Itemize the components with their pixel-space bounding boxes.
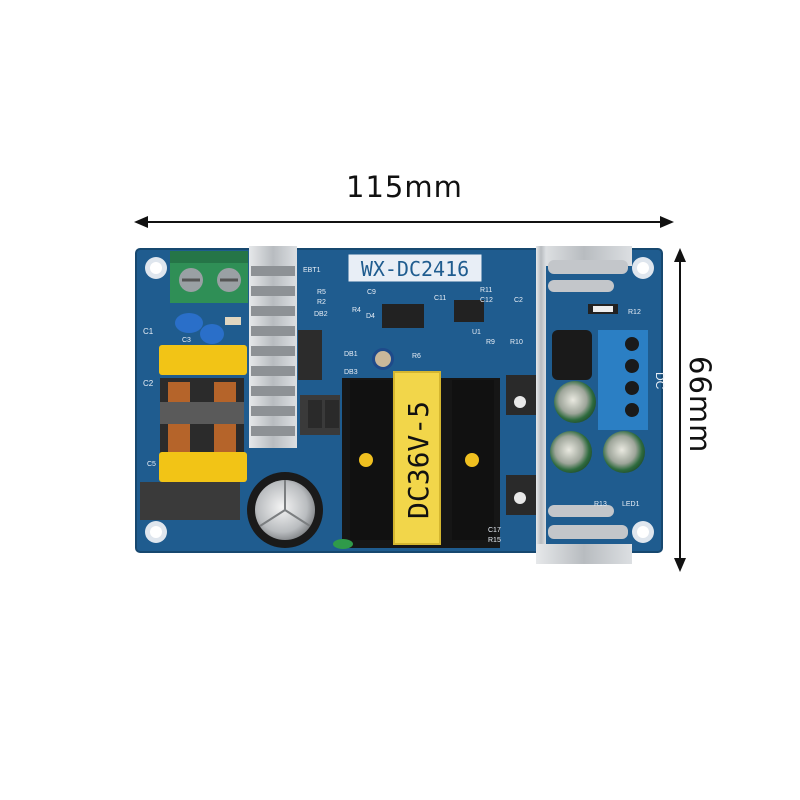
silk-ebt1: EBT1 [303, 267, 321, 274]
silk-db3: DB3 [344, 369, 358, 376]
silk-r11: R11 [480, 287, 492, 294]
transformer-label: DC36V-5 [402, 401, 435, 519]
left-heatsink [249, 246, 340, 448]
silk-c2: C2 [143, 379, 154, 388]
silk-r6: R6 [412, 353, 421, 360]
silk-r13: R13 [594, 501, 607, 508]
silk-db1: DB1 [344, 351, 358, 358]
transformer [342, 371, 500, 548]
silk-r15: R15 [488, 537, 501, 544]
height-dimension-arrow [674, 248, 686, 572]
output-capacitors [550, 330, 645, 473]
silk-c12: C12 [480, 297, 493, 304]
silk-c2-right: C2 [514, 297, 523, 304]
control-ic [382, 304, 424, 328]
bulk-capacitor [247, 472, 323, 548]
common-mode-choke [160, 378, 244, 456]
silk-c11: C11 [434, 295, 446, 302]
silk-d4: D4 [366, 313, 375, 320]
silk-r12: R12 [628, 309, 641, 316]
silk-led1: LED1 [622, 501, 640, 508]
silk-r5: R5 [317, 289, 326, 296]
silk-c9: C9 [367, 289, 376, 296]
output-label: DC [653, 372, 667, 390]
x-capacitor-bottom [159, 452, 247, 482]
silk-r4: R4 [352, 307, 361, 314]
silk-c1: C1 [143, 327, 154, 336]
width-dimension-arrow [134, 216, 674, 228]
silk-u1: U1 [472, 329, 481, 336]
silk-c3: C3 [182, 337, 191, 344]
silk-r2: R2 [317, 299, 326, 306]
output-terminal-block [598, 330, 648, 430]
right-heatsink [506, 246, 632, 564]
silk-db2: DB2 [314, 311, 328, 318]
input-terminal-block [170, 251, 248, 303]
silk-r9: R9 [486, 339, 495, 346]
x-capacitor-top [159, 345, 247, 375]
silk-c17: C17 [488, 527, 501, 534]
silk-c5: C5 [147, 461, 156, 468]
silk-r10: R10 [510, 339, 523, 346]
width-dimension-label: 115mm [346, 170, 463, 204]
mounting-holes [145, 257, 654, 543]
model-label: WX-DC2416 [361, 257, 469, 281]
